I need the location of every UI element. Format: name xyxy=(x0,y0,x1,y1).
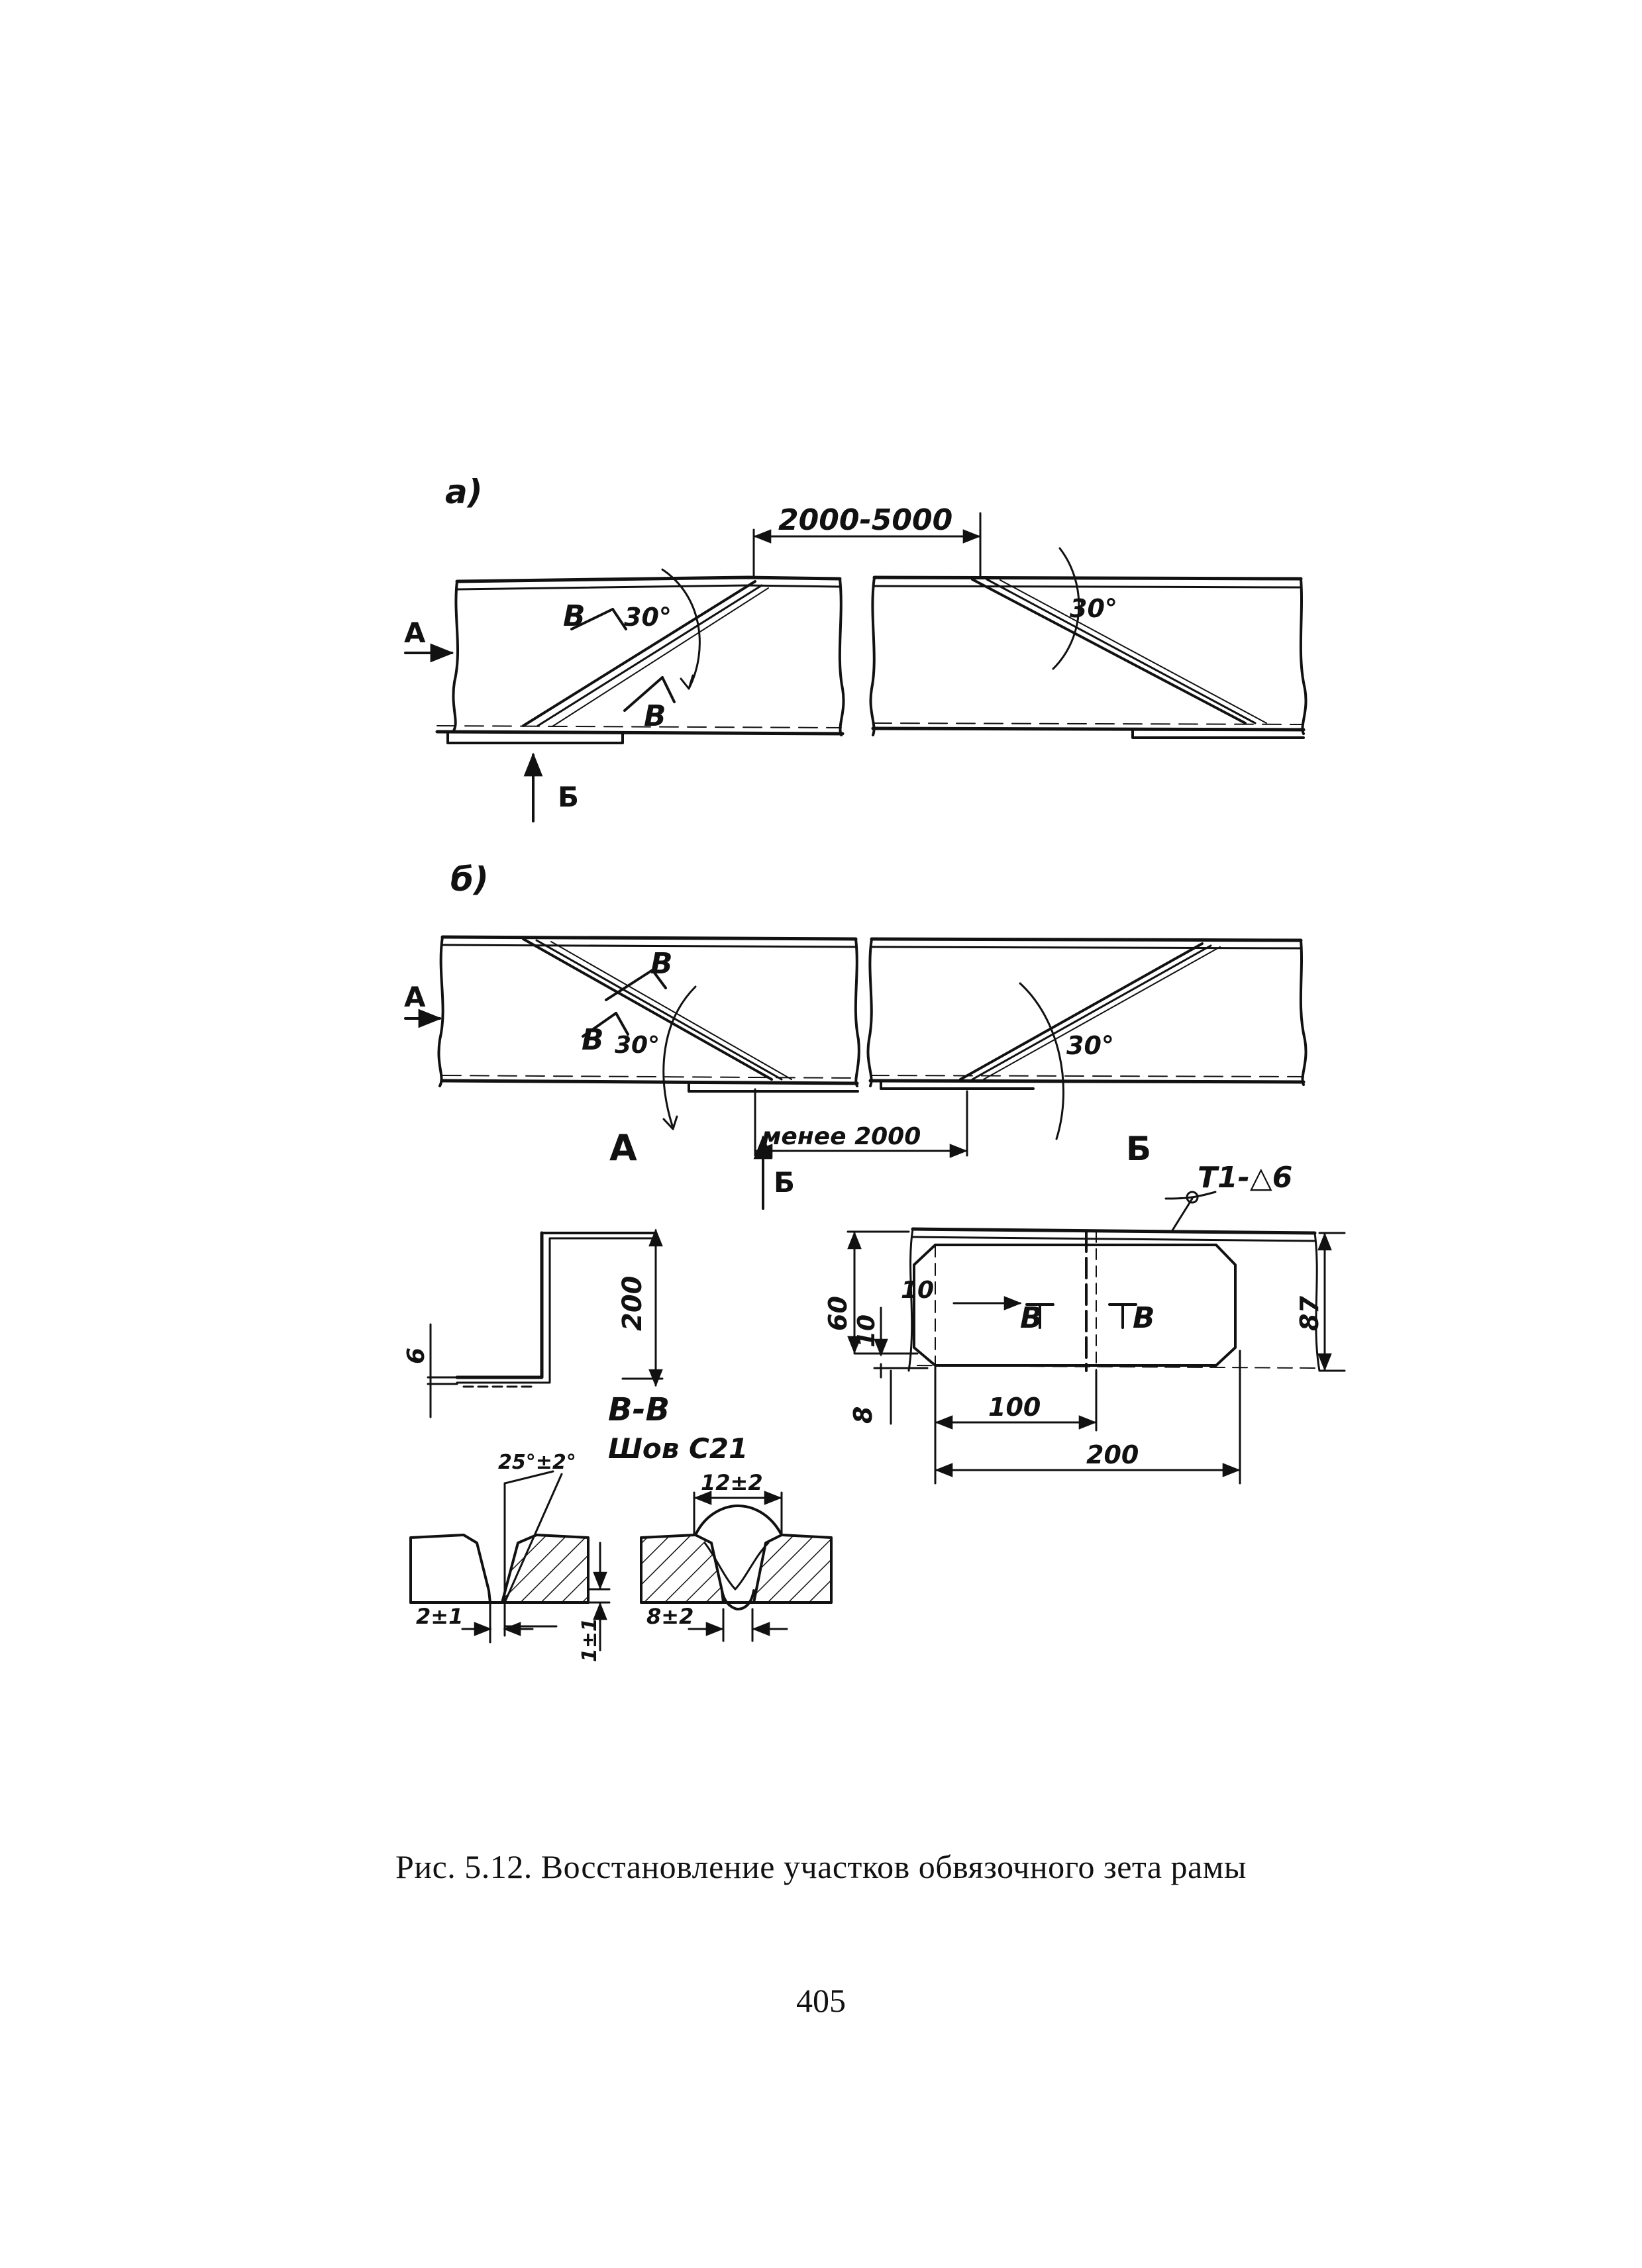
view-B-labels: Б Т1-△6 60 10 10 87 8 100 200 В В xyxy=(823,1130,1324,1469)
figure-caption: Рис. 5.12. Восстановление участков обвяз… xyxy=(395,1848,1247,1885)
page-number: 405 xyxy=(796,1982,846,2019)
view-B-dim-100: 100 xyxy=(988,1393,1041,1422)
view-A-title: А xyxy=(609,1127,637,1169)
view-a-right-panel xyxy=(869,547,1308,739)
view-b-section-mark-1: В xyxy=(650,947,673,981)
view-b-label: б) xyxy=(450,860,489,899)
view-b-labels: б) В В 30° 30° А Б менее 2000 xyxy=(404,860,1114,1199)
view-b-arrow-a-label: А xyxy=(404,981,426,1013)
view-B-dim-10-corner: 10 xyxy=(901,1277,934,1304)
view-B-dim-200: 200 xyxy=(1086,1440,1139,1469)
view-a-arrows xyxy=(404,643,543,822)
view-b-arrow-b-label: Б xyxy=(774,1166,795,1199)
view-a-left-panel xyxy=(435,568,845,744)
view-a-angle-left: 30° xyxy=(624,603,672,632)
view-b-arrows xyxy=(404,1009,773,1210)
view-a-section-mark-1: В xyxy=(563,599,586,633)
view-a-arrow-b-label: Б xyxy=(558,781,579,813)
view-A-dim-thickness: 6 xyxy=(403,1348,430,1364)
view-B-dim-10-vertical: 10 xyxy=(853,1314,880,1348)
section-vv-title: В-В xyxy=(608,1391,670,1428)
section-vv-gap: 2±1 xyxy=(416,1604,463,1629)
view-b-angle-right: 30° xyxy=(1066,1031,1114,1060)
joint-after-weld xyxy=(640,1491,833,1642)
view-b-left-panel xyxy=(437,935,860,1130)
view-B-dim-87: 87 xyxy=(1295,1296,1324,1331)
view-B-section-mark-1: В xyxy=(1020,1301,1043,1335)
view-B-section-mark-2: В xyxy=(1133,1301,1155,1335)
view-b-right-panel xyxy=(866,937,1308,1140)
view-A-dim-height: 200 xyxy=(617,1276,648,1332)
joint-before-weld xyxy=(409,1470,611,1652)
section-vv-weld-type: Шов С21 xyxy=(608,1432,748,1465)
view-B-weld-note: Т1-△6 xyxy=(1198,1161,1292,1195)
view-B-dim-60: 60 xyxy=(823,1296,852,1331)
section-vv-bead-width: 12±2 xyxy=(701,1470,763,1495)
view-b-angle-left: 30° xyxy=(615,1032,660,1059)
view-a-arrow-a-label: А xyxy=(404,616,426,649)
view-a-section-mark-2: В xyxy=(644,699,666,733)
view-a-labels: а) 2000-5000 30° 30° В В А Б xyxy=(404,473,1117,813)
view-A-profile xyxy=(427,1228,664,1418)
view-B-patch xyxy=(847,1191,1346,1485)
view-a-label: а) xyxy=(445,473,483,511)
view-b-section-mark-2: В xyxy=(582,1023,604,1057)
view-a-dimension-label: 2000-5000 xyxy=(778,503,952,537)
section-vv-root-face: 1±1 xyxy=(578,1618,601,1662)
view-a-angle-right: 30° xyxy=(1070,594,1117,623)
view-B-title: Б xyxy=(1126,1130,1151,1168)
section-vv-bevel-angle: 25°±2° xyxy=(498,1451,576,1474)
view-a-dimension-2000-5000 xyxy=(752,512,982,579)
section-vv-root-width: 8±2 xyxy=(646,1604,693,1629)
view-b-dimension-label: менее 2000 xyxy=(762,1123,921,1150)
view-B-dim-8: 8 xyxy=(848,1406,878,1424)
view-A-labels: А 200 6 xyxy=(403,1127,648,1364)
section-vv-labels: В-В Шов С21 25°±2° 2±1 1±1 12±2 8±2 xyxy=(416,1391,763,1662)
